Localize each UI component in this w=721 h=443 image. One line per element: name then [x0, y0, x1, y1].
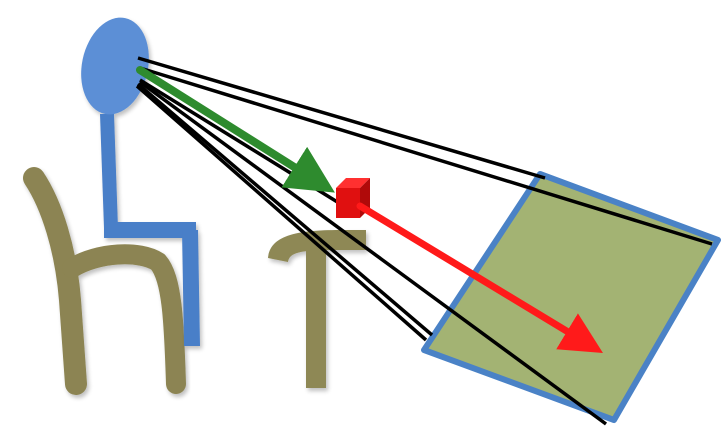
chair-backrest	[23, 167, 87, 395]
sight-line-4	[138, 80, 608, 426]
projection-direction-arrow	[356, 202, 603, 354]
chair-seat	[62, 244, 186, 394]
sight-line-1	[137, 56, 546, 180]
gaze-direction-arrow	[136, 66, 335, 193]
table-leg	[306, 246, 326, 388]
sight-line-6	[135, 84, 428, 342]
cube-front-face	[336, 188, 360, 218]
table	[268, 230, 366, 388]
projection-surface	[421, 171, 721, 423]
chair	[23, 167, 186, 395]
viewer-person	[81, 17, 200, 346]
viewer-shin	[182, 230, 200, 346]
sight-line-3	[139, 78, 361, 218]
cube-top-face	[336, 178, 370, 188]
sight-line-5	[136, 82, 434, 337]
sight-line-2	[139, 66, 713, 246]
viewer-thigh	[104, 222, 196, 238]
viewer-head	[81, 17, 149, 115]
view-frustum-lines	[135, 56, 713, 426]
viewer-torso	[100, 114, 118, 228]
